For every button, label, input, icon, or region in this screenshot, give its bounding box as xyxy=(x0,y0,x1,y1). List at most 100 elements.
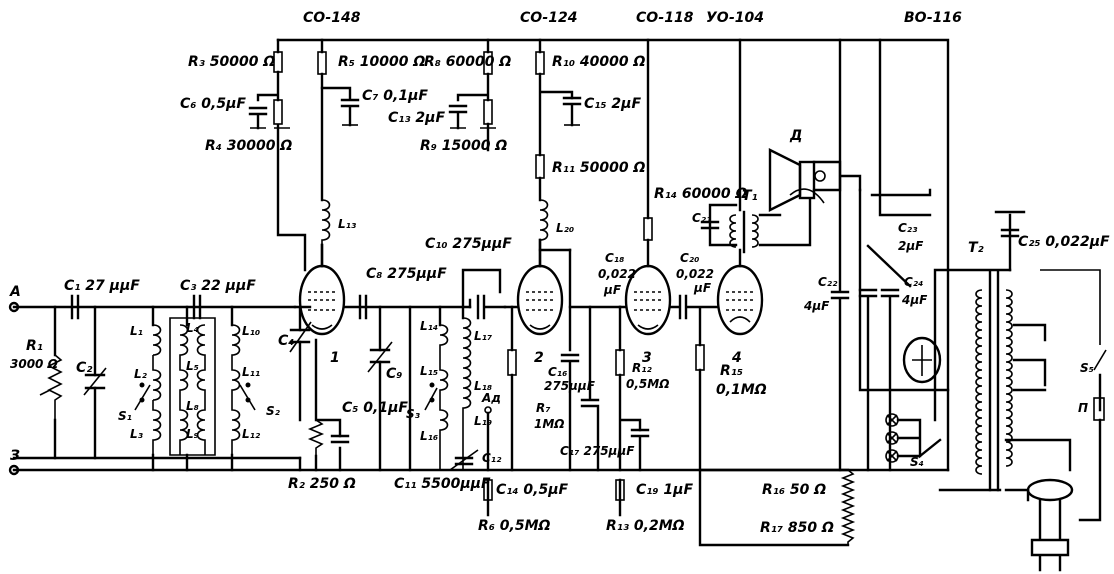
r15-value: 0,1MΩ xyxy=(716,382,767,398)
r7-resistor xyxy=(507,349,517,376)
l1-label: L₁ xyxy=(130,324,143,338)
r1-value: 3000 Ω xyxy=(10,357,58,371)
r2-resistor xyxy=(307,419,325,456)
c2-label: C₂ xyxy=(76,360,93,376)
r7-label: R₇ xyxy=(536,401,551,415)
c3-label: C₃ 22 μμF xyxy=(180,278,256,294)
c20-capacitor xyxy=(668,294,850,547)
c5-label: C₅ 0,1μF xyxy=(342,400,408,416)
r15-resistor xyxy=(695,344,705,371)
l3-label: L₃ xyxy=(130,427,144,441)
r1-label: R₁ xyxy=(26,338,43,354)
pilot-lamps xyxy=(885,413,942,463)
r12-wires xyxy=(618,305,642,517)
c8-label: C₈ 275μμF xyxy=(366,266,447,282)
tube5-name: BO-116 xyxy=(904,10,962,26)
l13-coil xyxy=(321,199,331,245)
c14-label: C₁₄ 0,5μF xyxy=(496,482,569,498)
l8-label: L₈ xyxy=(186,399,199,413)
c20-value: 0,022 xyxy=(676,267,714,281)
r1-resistor xyxy=(47,354,63,420)
speaker xyxy=(768,148,862,212)
c23-value: 2μF xyxy=(898,239,924,253)
speaker-label: Д xyxy=(789,128,802,144)
tube4-number: 4 xyxy=(731,350,742,366)
l2-label: L₂ xyxy=(134,367,148,381)
c15-capacitor xyxy=(562,96,582,127)
t2-label: T₂ xyxy=(968,240,985,256)
c9-label: C₉ xyxy=(386,366,402,382)
r10-label: R₁₀ 40000 Ω xyxy=(552,54,645,70)
s5-label: S₅ xyxy=(1080,361,1094,375)
mains-plug xyxy=(1026,478,1074,572)
l15-label: L₁₅ xyxy=(420,364,438,378)
r3-label: R₃ 50000 Ω xyxy=(188,54,275,70)
l19-label: L₁₉ xyxy=(474,414,492,428)
c4-label: C₄ xyxy=(278,333,294,349)
s3-label: S₃ xyxy=(406,407,421,421)
l20-coil xyxy=(539,199,549,241)
c20-label: C₂₀ xyxy=(680,251,700,265)
r12-value: 0,5MΩ xyxy=(626,377,669,391)
ground-label: З xyxy=(10,448,20,464)
c5-capacitor xyxy=(330,434,350,444)
antenna-terminal xyxy=(8,301,20,313)
r15-label: R₁₅ xyxy=(720,363,743,379)
c18-value: 0,022 xyxy=(598,267,636,281)
l4-label: L₄ xyxy=(186,321,199,335)
tube2-name: CO-124 xyxy=(520,10,577,26)
coil-block-1 xyxy=(134,305,256,472)
c2-arrow xyxy=(83,367,107,396)
r13-resistor xyxy=(615,479,625,501)
r5-label: R₅ 10000 Ω xyxy=(338,54,425,70)
r7-value: 1MΩ xyxy=(534,417,565,431)
r3-resistor xyxy=(273,51,283,73)
tube4-name: УO-104 xyxy=(706,10,764,26)
r12-resistor xyxy=(615,349,625,376)
c9-arrow xyxy=(367,341,393,373)
l17-label: L₁₇ xyxy=(474,329,493,343)
r6-label: R₆ 0,5MΩ xyxy=(478,518,551,534)
r8-label: R₈ 60000 Ω xyxy=(424,54,511,70)
c24-capacitor xyxy=(866,244,912,472)
s1-label: S₁ xyxy=(118,409,132,423)
l20-label: L₂₀ xyxy=(556,221,575,235)
c13-capacitor xyxy=(448,104,468,130)
c1-capacitor xyxy=(70,294,80,320)
b-plus-bus xyxy=(276,38,950,472)
s4-label: S₄ xyxy=(910,455,924,469)
r2-label: R₂ 250 Ω xyxy=(288,476,356,492)
tube1-name: CO-148 xyxy=(303,10,361,26)
r11-resistor xyxy=(535,154,545,179)
s2-label: S₂ xyxy=(266,404,281,418)
r14-resistor xyxy=(643,217,653,241)
c23-label: C₂₃ xyxy=(898,221,918,235)
c7-capacitor xyxy=(320,86,360,127)
c22-label: C₂₂ xyxy=(818,275,838,289)
c17-capacitor xyxy=(580,305,600,472)
c22-value: 4μF xyxy=(803,299,830,313)
c16-value: 275μμF xyxy=(544,379,596,393)
c18-unit: μF xyxy=(603,283,622,297)
c20-unit: μF xyxy=(693,281,712,295)
c1-label: C₁ 27 μμF xyxy=(64,278,140,294)
l11-label: L₁₁ xyxy=(242,365,260,379)
l10-label: L₁₀ xyxy=(242,324,261,338)
ground-terminal xyxy=(8,464,20,476)
r16-label: R₁₆ 50 Ω xyxy=(762,482,826,498)
l9-label: L₉ xyxy=(186,427,199,441)
c16-capacitor xyxy=(560,248,580,472)
r14-label: R₁₄ 60000 Ω xyxy=(654,186,747,202)
r3-wires xyxy=(256,38,307,272)
r9-label: R₉ 15000 Ω xyxy=(420,138,507,154)
tube3-name: CO-118 xyxy=(636,10,694,26)
c18-label: C₁₈ xyxy=(605,251,624,265)
tube1-number: 1 xyxy=(330,350,340,366)
c15-label: C₁₅ 2μF xyxy=(584,96,641,112)
t1-transformer xyxy=(700,198,812,254)
c4-arrow xyxy=(289,321,312,353)
r13-label: R₁₃ 0,2MΩ xyxy=(606,518,685,534)
ad-label: Aд xyxy=(481,391,501,405)
rect-wires xyxy=(858,38,950,392)
